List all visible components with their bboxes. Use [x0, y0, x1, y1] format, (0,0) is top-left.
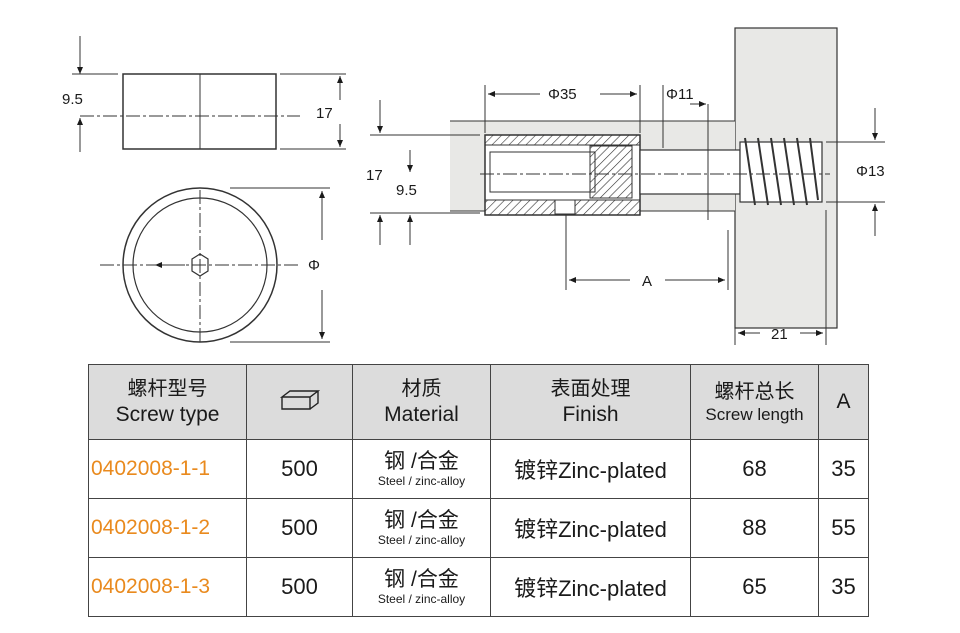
header-carton [246, 364, 353, 440]
dim-17-side: 17 [366, 167, 383, 184]
carton-box-icon [279, 389, 320, 410]
material-cell: 钢 /合金 Steel / zinc-alloy [352, 439, 491, 499]
dim-phi11: Φ11 [666, 86, 694, 103]
top-view: 9.5 17 [62, 36, 346, 152]
table-row: 0402008-1-1 500 钢 /合金 Steel / zinc-alloy… [88, 439, 869, 499]
technical-drawing: 9.5 17 Φ [62, 27, 885, 345]
table-row: 0402008-1-2 500 钢 /合金 Steel / zinc-alloy… [88, 498, 869, 558]
model-cell: 0402008-1-2 [88, 498, 247, 558]
section-view: Φ35 Φ11 Φ13 17 9.5 A 21 [366, 27, 885, 345]
table-header-row: 螺杆型号 Screw type 材质 Material 表面处理 Finish … [88, 364, 869, 440]
material-en: Steel / zinc-alloy [377, 592, 466, 606]
length-cell: 88 [690, 498, 819, 558]
a-cell: 35 [818, 439, 869, 499]
header-finish-cn: 表面处理 [550, 378, 631, 400]
dim-phi-front: Φ [308, 257, 320, 274]
length-cell: 68 [690, 439, 819, 499]
material-cn: 钢 /合金 [384, 568, 459, 591]
header-material-cn: 材质 [401, 378, 442, 400]
header-screw-length: 螺杆总长 Screw length [690, 364, 819, 440]
material-cell: 钢 /合金 Steel / zinc-alloy [352, 498, 491, 558]
dim-phi35: Φ35 [548, 86, 577, 103]
dim-9-5-side: 9.5 [396, 182, 417, 199]
finish-cell: 镀锌Zinc-plated [490, 557, 691, 617]
dim-21: 21 [771, 326, 788, 343]
header-screw-type-cn: 螺杆型号 [127, 378, 208, 400]
front-view: Φ [100, 187, 330, 345]
model-cell: 0402008-1-3 [88, 557, 247, 617]
header-finish: 表面处理 Finish [490, 364, 691, 440]
finish-cell: 镀锌Zinc-plated [490, 498, 691, 558]
model-cell: 0402008-1-1 [88, 439, 247, 499]
qty-cell: 500 [246, 557, 353, 617]
header-finish-en: Finish [562, 403, 619, 426]
header-screw-type: 螺杆型号 Screw type [88, 364, 247, 440]
dim-phi13: Φ13 [856, 163, 885, 180]
header-screw-type-en: Screw type [115, 403, 220, 426]
dim-17-top: 17 [316, 105, 333, 122]
qty-cell: 500 [246, 498, 353, 558]
header-a: A [818, 364, 869, 440]
length-cell: 65 [690, 557, 819, 617]
header-screw-length-cn: 螺杆总长 [714, 381, 795, 403]
table-row: 0402008-1-3 500 钢 /合金 Steel / zinc-alloy… [88, 557, 869, 617]
a-cell: 55 [818, 498, 869, 558]
spec-table: 螺杆型号 Screw type 材质 Material 表面处理 Finish … [88, 364, 869, 617]
material-cell: 钢 /合金 Steel / zinc-alloy [352, 557, 491, 617]
material-cn: 钢 /合金 [384, 450, 459, 473]
a-cell: 35 [818, 557, 869, 617]
header-a-label: A [836, 390, 851, 413]
header-screw-length-en: Screw length [705, 405, 804, 424]
qty-cell: 500 [246, 439, 353, 499]
dim-A: A [642, 273, 652, 290]
finish-cell: 镀锌Zinc-plated [490, 439, 691, 499]
material-en: Steel / zinc-alloy [377, 533, 466, 547]
dim-9-5-top: 9.5 [62, 91, 83, 108]
material-cn: 钢 /合金 [384, 509, 459, 532]
material-en: Steel / zinc-alloy [377, 474, 466, 488]
header-material: 材质 Material [352, 364, 491, 440]
header-material-en: Material [384, 403, 459, 426]
